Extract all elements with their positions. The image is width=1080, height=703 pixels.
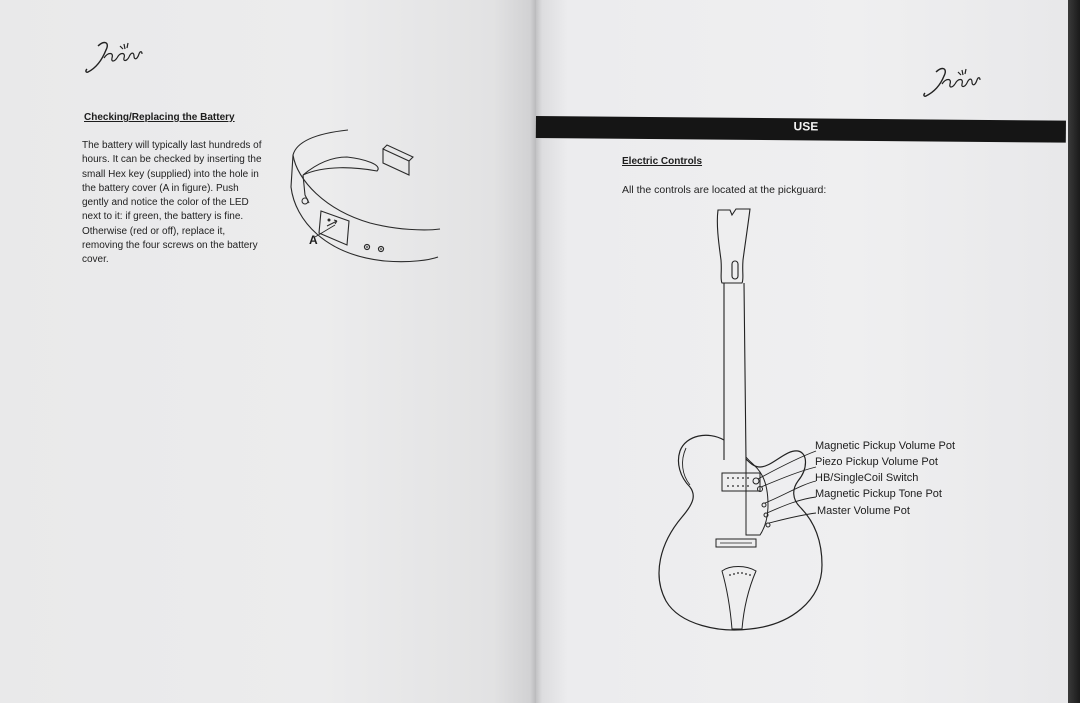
text-line: the battery cover (A in figure). Push bbox=[82, 182, 239, 194]
brand-logo-right bbox=[922, 62, 984, 102]
text-line: small Hex key (supplied) into the hole i… bbox=[82, 168, 259, 180]
text-line: next to it: if green, the battery is fin… bbox=[82, 211, 244, 223]
section-banner: USE bbox=[535, 116, 1066, 143]
figure-label-a: A bbox=[309, 233, 318, 247]
text-line: gently and notice the color of the LED bbox=[82, 197, 249, 209]
text-line: Otherwise (red or off), replace it, bbox=[82, 225, 226, 237]
brand-logo-left bbox=[84, 36, 146, 78]
callout-magnetic-volume: Magnetic Pickup Volume Pot bbox=[815, 440, 956, 452]
guitar-diagram bbox=[650, 205, 830, 635]
text-line: cover. bbox=[82, 254, 109, 266]
left-page bbox=[0, 0, 536, 703]
callout-magnetic-tone: Magnetic Pickup Tone Pot bbox=[815, 488, 942, 500]
electric-controls-heading: Electric Controls bbox=[622, 156, 703, 167]
text-line: removing the four screws on the battery bbox=[82, 240, 258, 252]
text-line: The battery will typically last hundreds… bbox=[82, 140, 262, 151]
callout-hb-switch: HB/SingleCoil Switch bbox=[815, 472, 919, 484]
callout-master-volume: Master Volume Pot bbox=[817, 505, 910, 517]
controls-intro: All the controls are located at the pick… bbox=[622, 184, 827, 196]
battery-heading: Checking/Replacing the Battery bbox=[84, 112, 235, 123]
book-spine bbox=[530, 0, 542, 703]
battery-instructions: The battery will typically last hundreds… bbox=[82, 139, 292, 268]
callout-piezo-volume: Piezo Pickup Volume Pot bbox=[815, 456, 938, 468]
page-edge bbox=[1068, 0, 1080, 703]
battery-figure: A bbox=[285, 125, 445, 270]
text-line: hours. It can be checked by inserting th… bbox=[82, 154, 262, 166]
banner-title: USE bbox=[793, 119, 819, 134]
